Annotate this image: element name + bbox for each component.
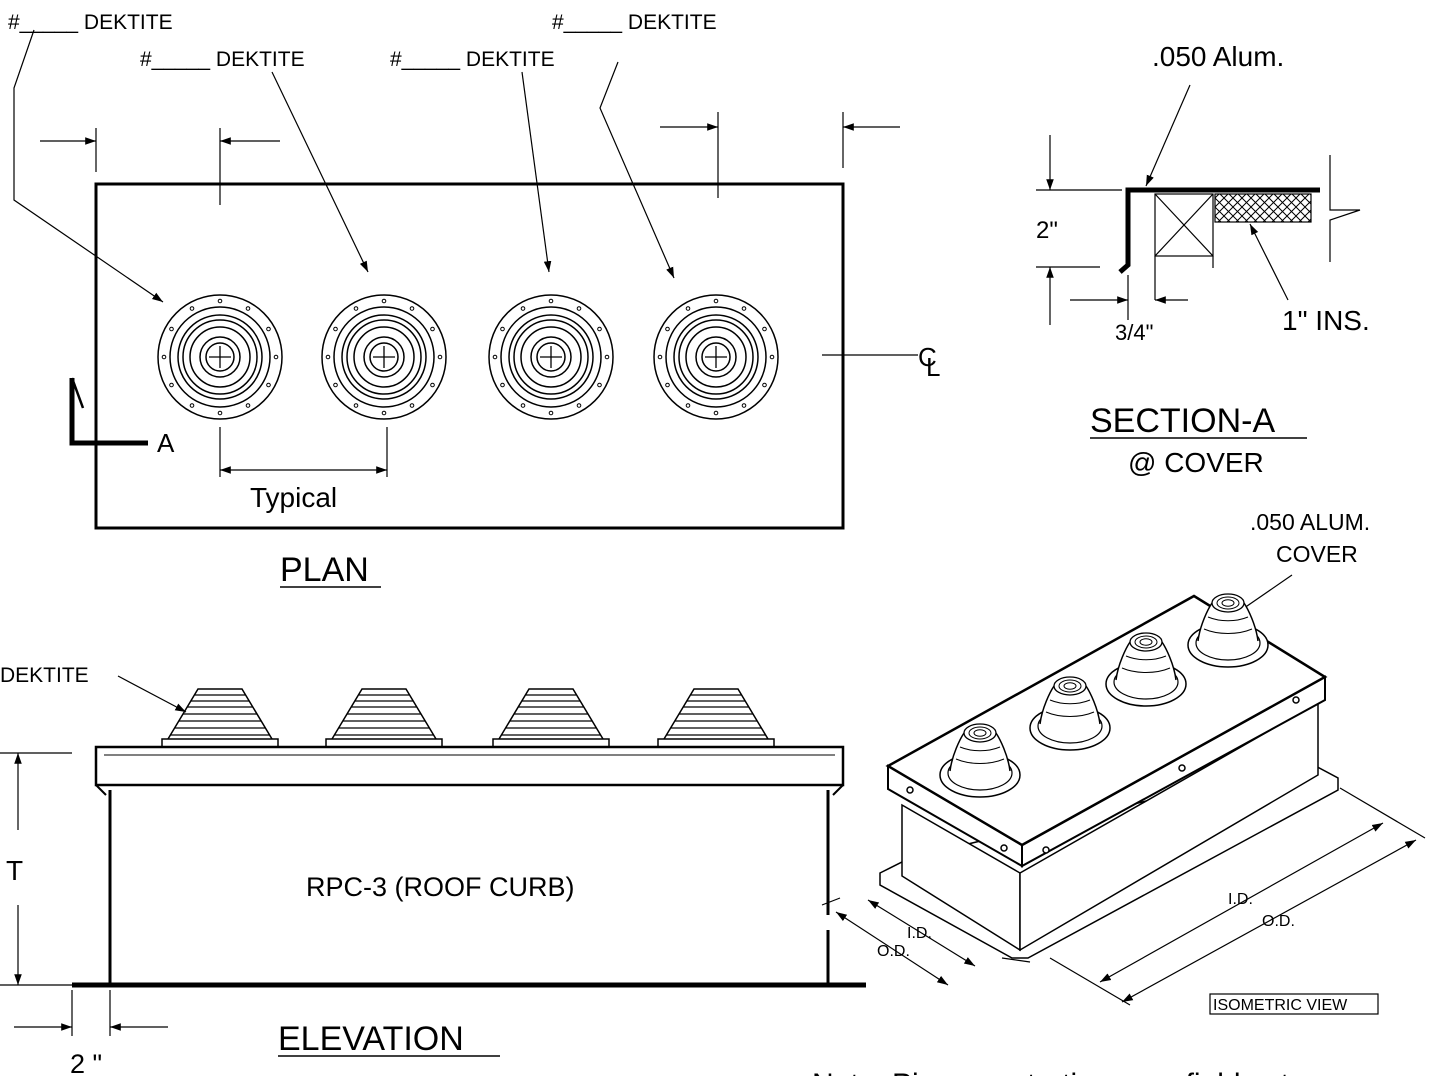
iso-dimensions: [821, 787, 1426, 1006]
dektite-callout-3: #_____ DEKTITE: [390, 48, 555, 71]
section-a-view: .050 Alum. 2" 3/4" 1" INS.: [1036, 41, 1370, 478]
section-width-dimension: [1070, 275, 1188, 320]
elevation-dektite-3: [492, 688, 610, 748]
elevation-dektite-1: [161, 688, 279, 748]
iso-cover-label-1: .050 ALUM.: [1250, 509, 1370, 535]
insulation: [1214, 193, 1312, 223]
elevation-dektite-2: [325, 688, 443, 748]
plan-dektite-3: [488, 294, 614, 420]
iso-title: ISOMETRIC VIEW: [1213, 997, 1348, 1014]
insulation-label: 1" INS.: [1282, 305, 1370, 336]
plan-dektite-2: [321, 294, 447, 420]
section-marker-label: A: [157, 428, 175, 458]
leader-line: [271, 71, 369, 273]
section-height-dimension: [1036, 135, 1122, 325]
iso-od-left: O.D.: [877, 943, 910, 960]
plan-dektite-4: [653, 294, 779, 420]
iso-cover-label-2: COVER: [1276, 541, 1358, 567]
iso-od-right: O.D.: [1262, 913, 1295, 930]
field-cut-note: Note: Pipe penetrations are field cut.: [812, 1068, 1297, 1076]
isometric-view: .050 ALUM. COVER: [821, 509, 1426, 1015]
plan-outline: [94, 182, 845, 530]
dektite-callout-4: #_____ DEKTITE: [552, 11, 717, 34]
elevation-view: DEKTITE RPC-3 (ROOF CURB) T: [0, 664, 866, 1076]
elevation-cover: [94, 745, 845, 787]
elevation-dektite-label: DEKTITE: [0, 664, 89, 687]
leader-line: [13, 29, 164, 303]
dektite-callout-1: #_____ DEKTITE: [8, 11, 173, 34]
flange-label: 2 ": [70, 1049, 102, 1076]
wood-nailer: [1154, 193, 1214, 257]
curb-height-label: T: [6, 855, 23, 886]
section-cut-marker: [69, 378, 148, 446]
iso-id-right: I.D.: [1228, 891, 1253, 908]
centerline-l: L: [926, 352, 940, 382]
elevation-title: ELEVATION: [278, 1020, 464, 1058]
iso-title-box: [1209, 993, 1379, 1015]
flange-dimension: [14, 990, 168, 1036]
section-width-label: 3/4": [1115, 320, 1153, 345]
section-title: SECTION-A: [1090, 402, 1275, 440]
section-material-label: .050 Alum.: [1152, 41, 1284, 72]
cover-profile: [1118, 187, 1320, 274]
curb-height-dimension: [0, 752, 72, 986]
plan-title: PLAN: [280, 551, 369, 589]
plan-view: #_____ DEKTITE #_____ DEKTITE #_____ DEK…: [8, 11, 940, 589]
typical-dimension: [219, 427, 388, 477]
centerline-c: C: [918, 342, 937, 372]
plan-dektite-1: [157, 294, 283, 420]
dektite-callout-2: #_____ DEKTITE: [140, 48, 305, 71]
section-subtitle: @ COVER: [1128, 447, 1264, 478]
curb-label: RPC-3 (ROOF CURB): [306, 872, 575, 902]
elevation-dektite-4: [657, 688, 775, 748]
leader-line: [599, 61, 675, 279]
section-height-label: 2": [1036, 217, 1058, 244]
plan-top-dimensions: [40, 112, 900, 205]
typical-label: Typical: [250, 482, 337, 513]
iso-id-left: I.D.: [907, 925, 932, 942]
leader-line: [521, 71, 552, 273]
